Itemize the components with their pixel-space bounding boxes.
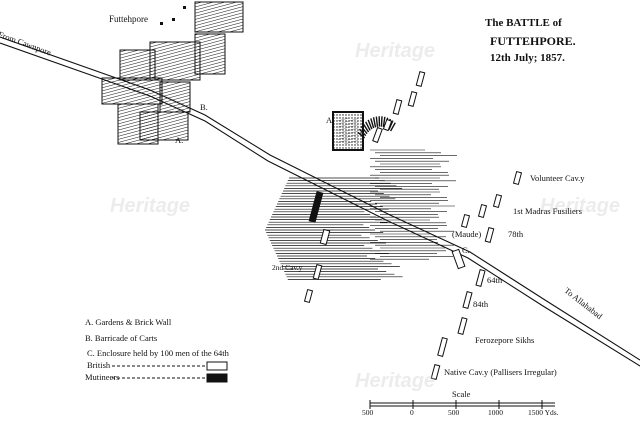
scale-bar [369,400,555,409]
title-line-2: FUTTEHPORE. [490,34,576,48]
unit-78th: 78th [508,229,524,239]
troop-block [382,118,393,132]
marker-a-garden: A [326,115,333,125]
hatch-line [362,123,370,133]
scale-tick: 500 [362,408,374,417]
unit-volunteer-cavalry: Volunteer Cav.y [530,173,585,183]
hatch-line [370,118,375,129]
troop-block [319,228,331,246]
troop-block [372,126,383,144]
unit-maude: (Maude) [452,229,482,239]
troop-block [462,291,473,309]
troop-block [457,317,468,335]
watermark-text: Heritage [355,370,436,392]
hatch-line [367,119,373,130]
marker-b-town: B. [200,102,208,112]
legend-a: A. Gardens & Brick Wall [85,317,172,327]
troop-block [407,90,418,108]
legend-b: B. Barricade of Carts [85,333,158,343]
unit-ferozepore-sikhs: Ferozepore Sikhs [475,335,535,345]
unit-native-cavalry: Native Cav.y (Pallisers Irregular) [444,367,557,377]
watermark-text: Heritage [110,195,191,217]
troop-block [437,337,448,357]
troop-block [303,288,314,304]
scale-tick: 500 [448,408,460,417]
mutineer-lines [265,116,457,280]
troop-block [415,70,426,88]
legend-symbols [112,361,228,383]
troop-blocks [303,70,523,381]
town-label: Futtehpore [109,14,148,24]
scale-tick: 1500 Yds. [528,408,559,417]
scale-tick: 1000 [488,408,503,417]
watermark-text: Heritage [540,195,621,217]
unit-84th: 84th [473,299,489,309]
troop-block [492,193,503,209]
troop-block [308,191,324,223]
unit-64th: 64th [487,275,503,285]
troop-block [484,226,495,244]
troop-block [392,98,403,116]
hatch-line [358,128,367,137]
marker-c-enclosure: C. [462,245,470,255]
troop-block [477,203,488,219]
troop-block [451,248,466,270]
legend-british: British [87,360,111,370]
unit-madras-fusiliers: 1st Madras Fusiliers [513,206,582,216]
hatch-line [375,116,379,127]
town-futtehpore [101,1,244,145]
hatch-line [382,116,386,128]
troop-block [312,263,323,281]
hatch-line [380,116,383,127]
marker-a-town: A. [175,135,184,145]
legend-mutineers: Mutineers [85,372,120,382]
scale-title: Scale [452,389,471,399]
hatch-line [389,122,396,132]
hatch-line [388,120,394,130]
hatch-line [372,117,377,128]
scale-tick: 0 [410,408,414,417]
hatch-line [357,131,366,139]
troop-block [512,170,523,186]
watermark-text: Heritage [355,40,436,62]
title-line-3: 12th July; 1857. [490,52,565,64]
unit-2nd-cavalry: 2nd Cav.y [272,263,303,272]
troop-block [430,363,441,381]
troop-block [475,269,486,287]
title-line-1: The BATTLE of [485,17,562,29]
hatch-line [365,121,371,131]
troop-block [460,213,471,229]
hatch-line [360,126,368,135]
legend-c: C. Enclosure held by 100 men of the 64th [87,348,229,358]
garden-a [332,111,364,151]
